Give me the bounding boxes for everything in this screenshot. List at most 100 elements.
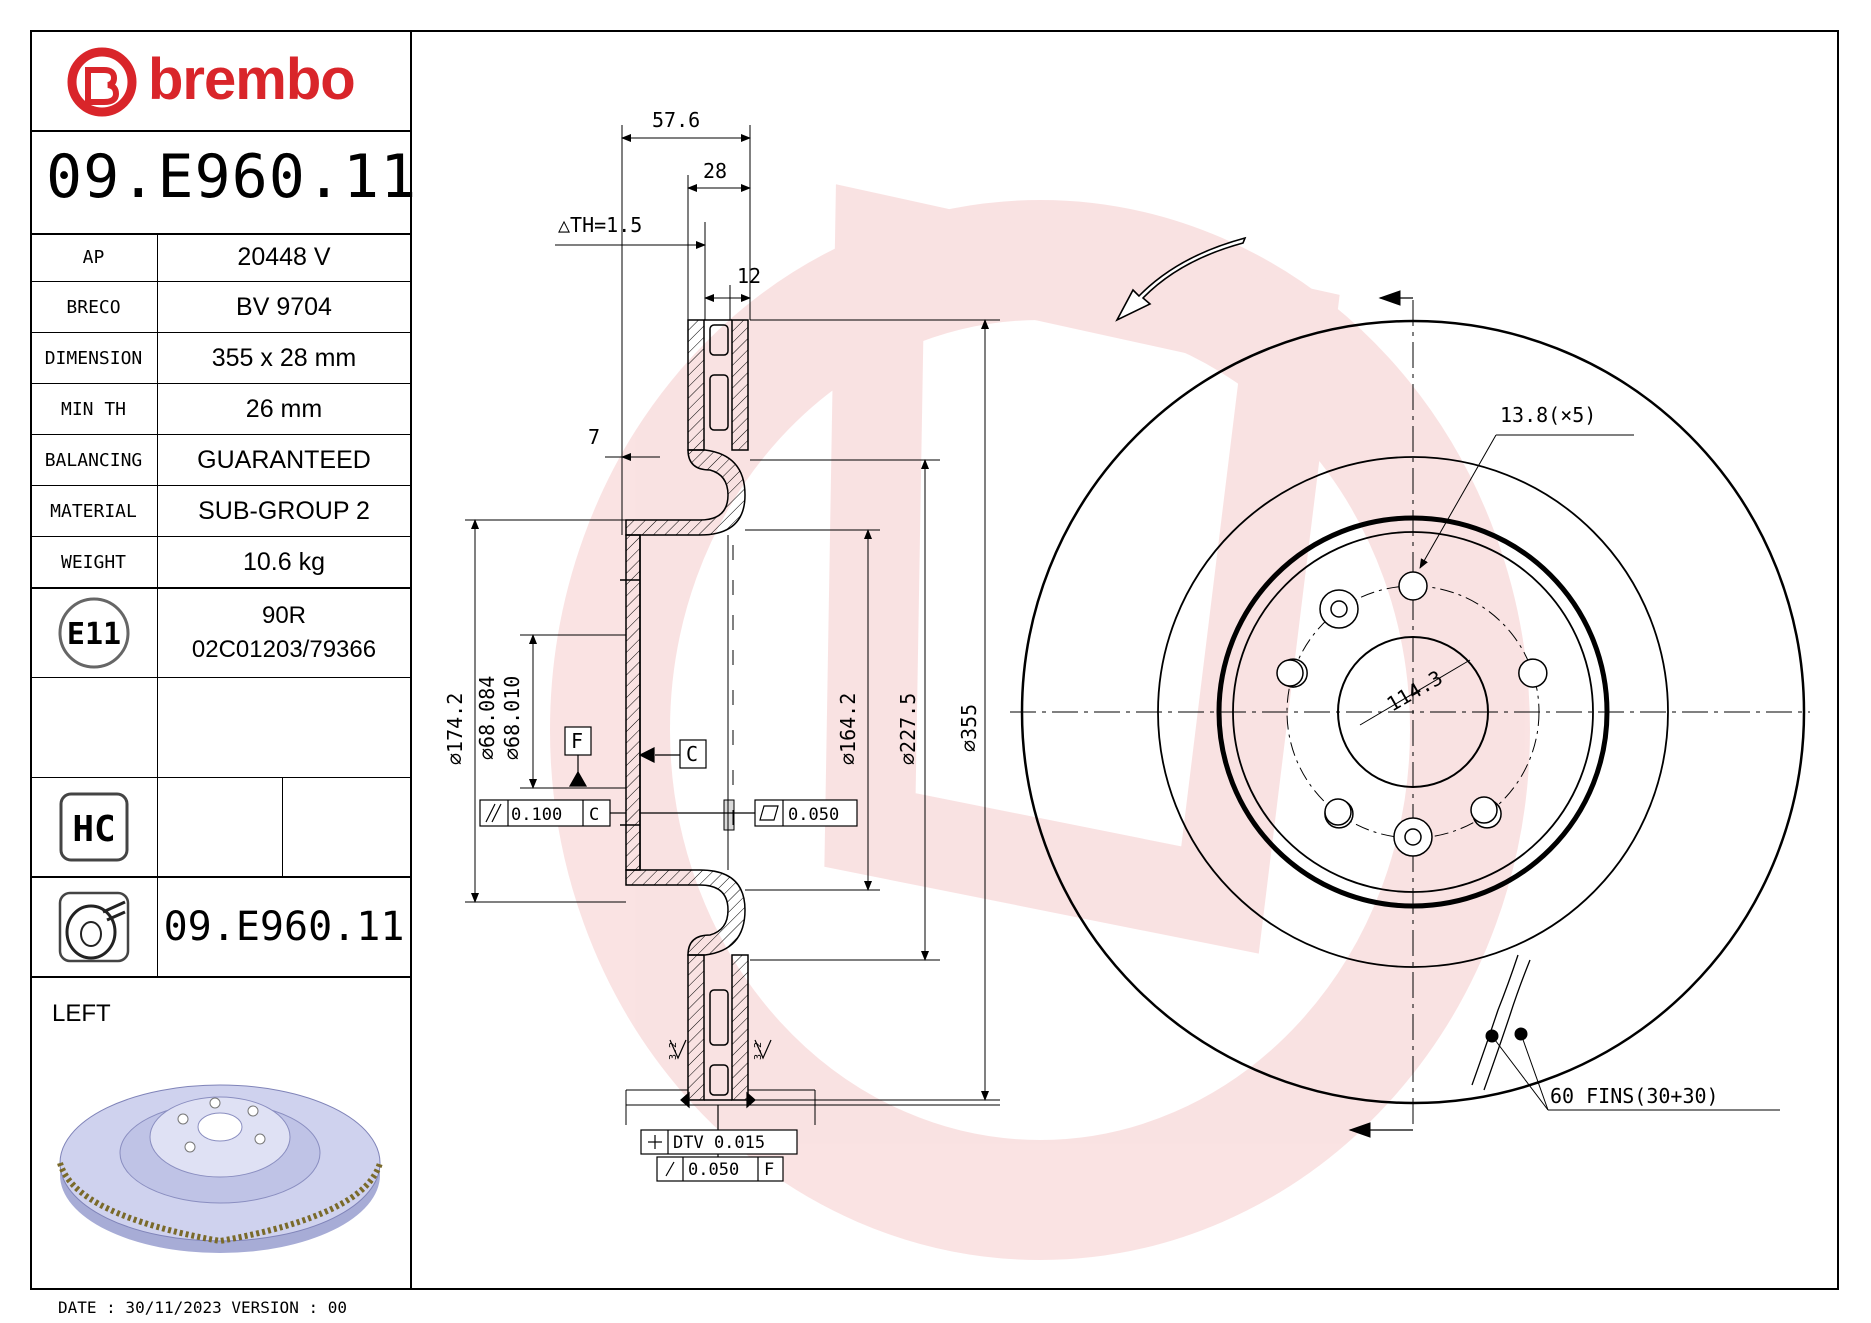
spec-row-dimension: DIMENSION 355 x 28 mm [30, 333, 410, 384]
brand-name: brembo [148, 47, 356, 112]
homologation-line-1: 90R [261, 602, 307, 629]
disc-render [57, 1084, 383, 1253]
dim-hole-dia: 13.8(×5) [1500, 403, 1596, 427]
spec-value: 10.6 kg [242, 547, 325, 576]
hat-flange [625, 534, 641, 871]
spec-value: 20448 V [237, 242, 331, 271]
side-label: LEFT [52, 1000, 111, 1027]
datum-c-label: C [686, 742, 698, 766]
e11-mark-icon: E11 [58, 597, 129, 669]
dtv-label: DTV 0.015 [673, 1133, 765, 1153]
runout-value: 0.100 [511, 805, 562, 825]
vent-fins [704, 319, 732, 1101]
dim-pcd: 114.3 [1383, 665, 1447, 716]
datum-markers [479, 726, 858, 1182]
runout-ref: C [589, 805, 599, 825]
date-version: DATE : 30/11/2023 VERSION : 00 [58, 1298, 347, 1317]
inner-friction-ring-bottom [731, 954, 749, 1101]
e11-mark-text: E11 [66, 617, 120, 652]
brembo-logo-icon [67, 47, 137, 117]
front-annotations [1359, 434, 1780, 1111]
hole-1 [1276, 659, 1304, 687]
outer-friction-ring-bottom [687, 954, 705, 1101]
dim-fin-offset: 12 [737, 264, 761, 288]
flatness-value: 0.050 [788, 805, 839, 825]
roughness-symbol-left [669, 1039, 687, 1060]
dim-dia-355: ⌀355 [957, 704, 981, 752]
lateral-runout-ref: F [764, 1160, 774, 1180]
dim-dia-68b: ⌀68.010 [500, 676, 524, 760]
fin-shape-1 [1471, 954, 1519, 1086]
fin-shape-2 [1483, 959, 1531, 1091]
blank-cell [30, 678, 158, 777]
hole-2 [1324, 798, 1352, 826]
hat-neck-bottom [625, 869, 746, 956]
datum-c-box [679, 739, 707, 769]
hc-divider [282, 778, 283, 876]
stud-hole-1 [1398, 571, 1428, 601]
hat-inner-lines [723, 535, 735, 870]
roughness-right: 3.2 [753, 1042, 764, 1060]
front-labels: 13.8(×5) 114.3 60 FINS(30+30) [1383, 403, 1719, 1108]
front-view [1010, 236, 1810, 1138]
lateral-runout-frame [656, 1156, 784, 1182]
dim-hat-offset: 7 [588, 425, 600, 449]
spec-key: MATERIAL [30, 486, 158, 536]
spec-value: SUB-GROUP 2 [198, 496, 370, 525]
part-number: 09.E960.11 [46, 142, 418, 212]
section-view [620, 319, 749, 1101]
disc-symbol-cell [30, 878, 158, 976]
hc-badge-icon: HC [59, 792, 128, 862]
homologation-line-2: 02C01203/79366 [191, 636, 377, 663]
inner-friction-ring-top [731, 319, 749, 451]
dim-dia-174: ⌀174.2 [443, 693, 467, 765]
spec-row-weight: WEIGHT 10.6 kg [30, 537, 410, 589]
footer-part-row: 09.E960.11 [30, 878, 410, 978]
info-panel: brembo 09.E960.11 AP 20448 V BRECO BV 97… [30, 30, 416, 1290]
roughness-symbol-right [754, 1039, 772, 1060]
spec-value: 26 mm [245, 394, 323, 423]
spec-row-balancing: BALANCING GUARANTEED [30, 435, 410, 486]
spec-key: AP [30, 233, 158, 281]
lateral-runout-value: 0.050 [688, 1160, 739, 1180]
datum-f-box [564, 726, 592, 756]
spec-value: BV 9704 [236, 292, 332, 321]
drawing-frame [30, 30, 1839, 1290]
dim-dia-164: ⌀164.2 [836, 693, 860, 765]
dim-thickness: 28 [703, 159, 727, 183]
disc-symbol-icon [58, 891, 129, 963]
wheel-bolt-hole-inner-1 [1330, 600, 1348, 618]
footer-part-number: 09.E960.11 [163, 904, 405, 950]
brand-logo-box: brembo [30, 30, 410, 132]
spec-row-material: MATERIAL SUB-GROUP 2 [30, 486, 410, 537]
section-labels: 57.6 28 △TH=1.5 12 7 F C 0.100 C 0.050 D… [443, 108, 981, 1180]
spec-key: MIN TH [30, 384, 158, 434]
homologation-mark-cell: E11 [30, 589, 158, 677]
hc-row: HC [30, 778, 410, 878]
spec-row-ap: AP 20448 V [30, 233, 410, 282]
dim-overall-width: 57.6 [652, 108, 700, 132]
homologation-row: E11 90R 02C01203/79366 [30, 589, 410, 678]
spec-value: 355 x 28 mm [211, 343, 357, 372]
stud-hole-2 [1518, 658, 1548, 688]
wheel-bolt-hole-inner-2 [1404, 828, 1422, 846]
hc-cell: HC [30, 778, 158, 876]
outer-friction-ring-top [687, 319, 705, 451]
spec-key: BRECO [30, 282, 158, 332]
homologation-text: 90R 02C01203/79366 [158, 589, 410, 677]
spec-row-min-th: MIN TH 26 mm [30, 384, 410, 435]
stud-holes [1276, 571, 1548, 857]
dtv-frame [640, 1129, 798, 1155]
dim-fins: 60 FINS(30+30) [1550, 1084, 1719, 1108]
spec-key: WEIGHT [30, 537, 158, 587]
hc-badge-text: HC [72, 809, 115, 850]
rotation-arrow-icon [1115, 236, 1247, 322]
datum-f-label: F [571, 729, 583, 753]
spec-value: GUARANTEED [197, 445, 371, 474]
dim-th-tolerance: △TH=1.5 [558, 213, 642, 237]
roughness-left: 3.2 [668, 1042, 679, 1060]
hat-neck-top [625, 449, 746, 536]
spec-key: BALANCING [30, 435, 158, 485]
